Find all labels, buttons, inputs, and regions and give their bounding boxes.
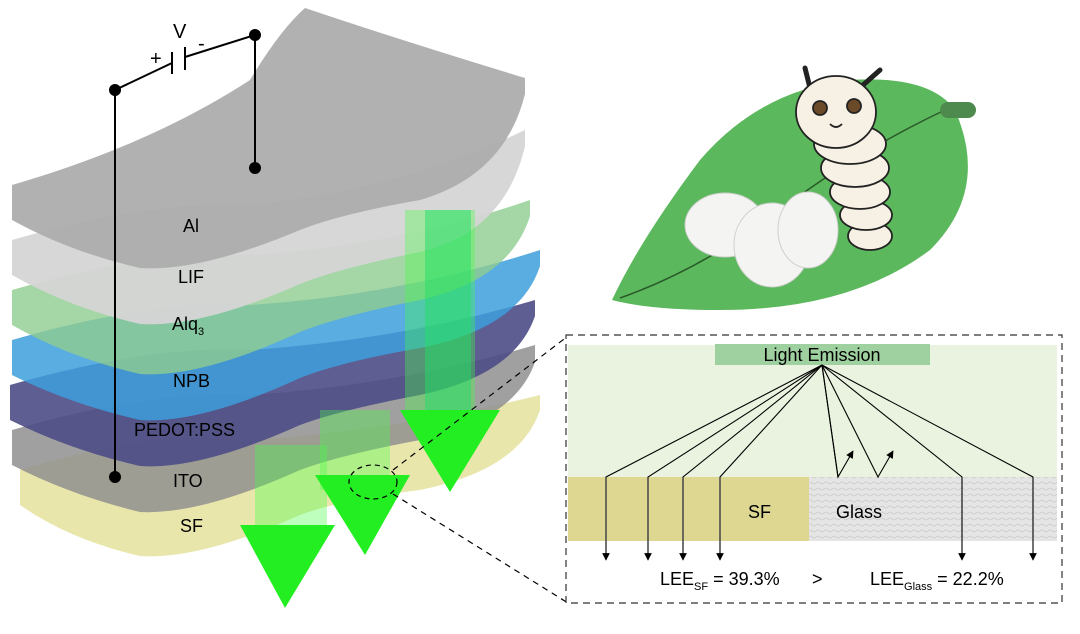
circuit bbox=[109, 29, 261, 483]
glass-bar bbox=[809, 477, 1057, 541]
silkworm-illustration bbox=[612, 65, 976, 310]
layer-label-ito: ITO bbox=[173, 471, 203, 491]
emission-arrow-3 bbox=[400, 410, 500, 492]
layer-label-sf: SF bbox=[180, 516, 203, 536]
emission-arrow-1 bbox=[240, 525, 335, 608]
caterpillar-icon bbox=[795, 65, 893, 251]
layer-label-npb: NPB bbox=[173, 371, 210, 391]
cocoon-icon bbox=[684, 191, 839, 288]
emission-arrow-2 bbox=[315, 475, 410, 555]
compare-symbol: > bbox=[812, 569, 823, 589]
voltage-label: V bbox=[173, 21, 187, 43]
layer-label-pedot: PEDOT:PSS bbox=[134, 420, 235, 440]
layer-labels: Al LIF Alq3 NPB PEDOT:PSS ITO SF bbox=[134, 216, 235, 536]
layer-label-alq3: Alq3 bbox=[172, 314, 204, 338]
glass-bar-label: Glass bbox=[836, 502, 882, 522]
emission-label-box bbox=[715, 344, 930, 365]
inset-panel: Light Emission SF Glass LEESF = 39.3% > … bbox=[565, 334, 1063, 604]
layer-al bbox=[12, 8, 525, 269]
lee-sf-text: LEESF = 39.3% bbox=[660, 569, 780, 593]
zoom-circle bbox=[348, 464, 398, 500]
emission-rays bbox=[602, 364, 1037, 561]
lee-glass-text: LEEGlass = 22.2% bbox=[870, 569, 1004, 593]
sf-bar-label: SF bbox=[748, 502, 771, 522]
minus-label: - bbox=[198, 33, 205, 55]
layer-label-lif: LIF bbox=[178, 267, 204, 287]
layer-label-al: Al bbox=[183, 216, 199, 236]
sf-bar bbox=[568, 477, 809, 541]
plus-label: + bbox=[150, 48, 162, 70]
emission-arrows bbox=[240, 410, 500, 608]
emission-label: Light Emission bbox=[763, 345, 880, 365]
layer-stack: Al LIF Alq3 NPB PEDOT:PSS ITO SF bbox=[10, 8, 540, 608]
